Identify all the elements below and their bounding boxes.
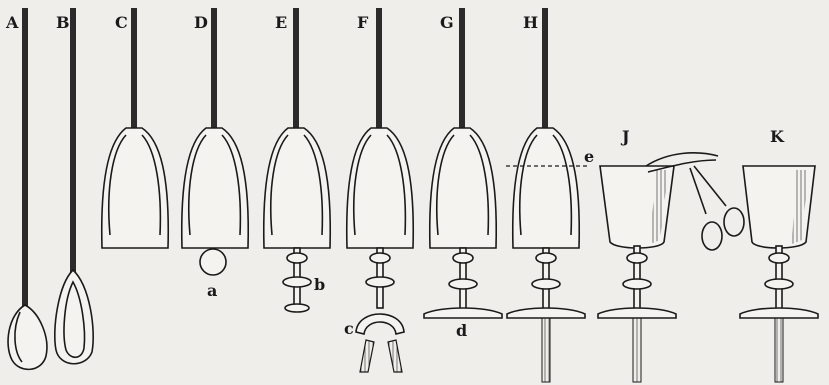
label-k: K xyxy=(770,127,785,146)
blowpipe-d xyxy=(211,8,217,133)
knop-g-1 xyxy=(453,253,473,263)
annotation-c: c xyxy=(344,319,354,338)
blowpipe-a xyxy=(22,8,28,308)
stage-c: C xyxy=(102,8,169,248)
ball-a xyxy=(200,249,226,275)
shears-handle-2 xyxy=(694,166,726,206)
stage-a: A xyxy=(5,8,47,369)
knop-f-1 xyxy=(370,253,390,263)
shears-handle-1 xyxy=(690,168,706,214)
foot-h xyxy=(507,308,585,318)
knop-h-2 xyxy=(532,279,560,289)
stage-h: H e xyxy=(506,8,594,382)
knop-h-1 xyxy=(536,253,556,263)
pontil-h xyxy=(542,318,550,382)
label-a: A xyxy=(5,13,19,32)
knop-e-1 xyxy=(287,253,307,263)
blowpipe-g xyxy=(459,8,465,133)
blowpipe-h xyxy=(542,8,548,133)
knop-j-2 xyxy=(623,279,651,289)
blowpipe-e xyxy=(293,8,299,133)
knop-k-2 xyxy=(765,279,793,289)
shears-ring-2 xyxy=(724,208,744,236)
tongs-c-handle-right xyxy=(388,340,402,372)
stage-k: K xyxy=(740,127,818,382)
label-g: G xyxy=(440,13,454,32)
stage-j: J xyxy=(598,127,744,382)
label-d: D xyxy=(194,13,208,32)
label-f: F xyxy=(357,13,369,32)
knop-j-1 xyxy=(627,253,647,263)
foot-d xyxy=(424,308,502,318)
foot-j xyxy=(598,308,676,318)
knop-g-2 xyxy=(449,279,477,289)
annotation-a: a xyxy=(207,281,217,300)
label-e: E xyxy=(275,13,287,32)
label-j: J xyxy=(620,127,630,146)
blowpipe-b xyxy=(70,8,76,278)
stage-d: D a xyxy=(182,8,249,300)
gather-a xyxy=(8,305,47,369)
blowpipe-f xyxy=(376,8,382,133)
stage-e: E b xyxy=(264,8,331,312)
knop-k-1 xyxy=(769,253,789,263)
stage-g: G d xyxy=(424,8,502,340)
tongs-c-jaw xyxy=(356,314,404,334)
stage-f: F c xyxy=(344,8,413,372)
annotation-e: e xyxy=(584,147,594,166)
annotation-b: b xyxy=(314,275,325,294)
blowpipe-c xyxy=(131,8,137,133)
knop-e-2 xyxy=(283,277,311,287)
tongs-c-handle-left xyxy=(360,340,374,372)
label-b: B xyxy=(56,13,70,32)
pontil-k xyxy=(775,318,783,382)
pontil-j xyxy=(633,318,641,382)
foot-k xyxy=(740,308,818,318)
annotation-d: d xyxy=(456,321,467,340)
label-c: C xyxy=(115,13,128,32)
knop-e-3 xyxy=(285,304,309,312)
knop-f-2 xyxy=(366,277,394,287)
label-h: H xyxy=(523,13,538,32)
shears-ring-1 xyxy=(702,222,722,250)
stage-b: B xyxy=(55,8,93,364)
